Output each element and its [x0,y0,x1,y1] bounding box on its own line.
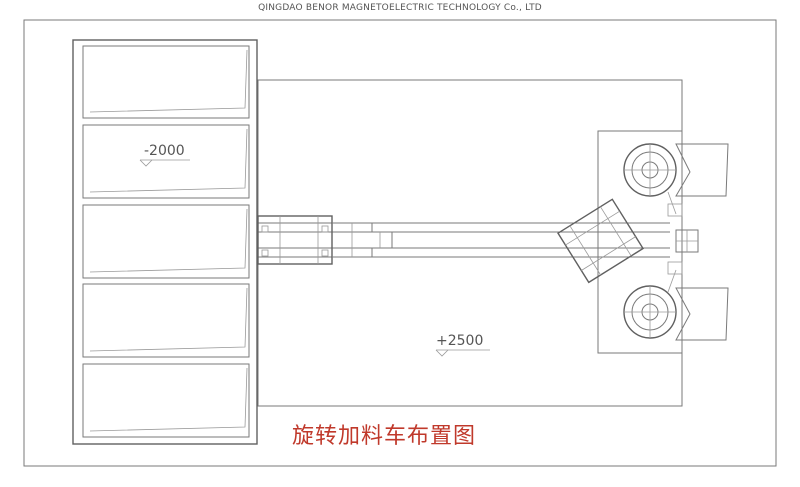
carriage [257,215,393,265]
level-mark-pit [139,159,190,167]
company-header: QINGDAO BENOR MAGNETOELECTRIC TECHNOLOGY… [258,3,542,13]
diagram-caption: 旋转加料车布置图 [292,424,477,449]
level-label-floor: +2500 [436,333,484,349]
bin-4 [82,283,250,358]
outer-frame [23,19,777,467]
bin-5 [82,363,250,438]
level-mark-floor [435,349,490,357]
floor-area [257,79,683,407]
bin-3 [82,204,250,279]
furnace-top [623,143,729,217]
furnace-station [597,130,683,354]
bin-1 [82,45,250,119]
rotating-feeder [557,198,644,284]
bin-2 [82,124,250,199]
furnace-bottom [623,261,729,341]
bin-column [72,39,258,445]
control-box [675,229,699,253]
level-label-pit: -2000 [144,143,185,159]
rail-track [258,222,670,258]
